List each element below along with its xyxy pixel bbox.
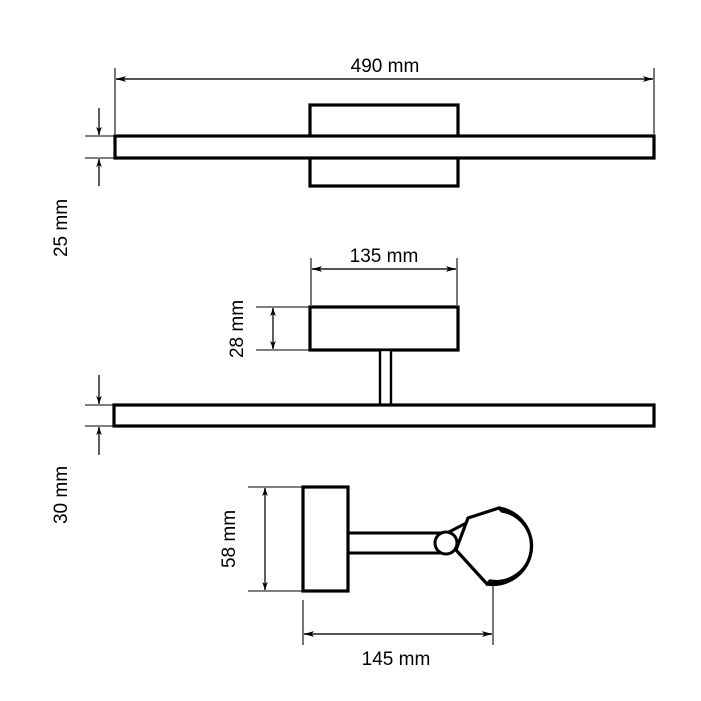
profile-view-ball-joint xyxy=(433,530,459,556)
dimension-label-25: 25 mm xyxy=(51,199,72,257)
side-top-view-group: 135 mm 28 mm 30 mm xyxy=(51,246,656,524)
dimension-plate-height: 58 mm xyxy=(219,486,303,592)
profile-view-lamp-lens xyxy=(486,506,534,587)
dimension-label-145: 145 mm xyxy=(362,649,431,670)
dimension-label-135: 135 mm xyxy=(350,246,419,267)
dimension-projection-length: 145 mm xyxy=(302,578,494,670)
profile-view-arm xyxy=(338,531,450,555)
side-view-stem xyxy=(378,348,393,408)
front-view-light-bar xyxy=(113,134,656,160)
side-view-light-bar xyxy=(112,403,656,428)
dimension-overall-length: 490 mm xyxy=(114,56,655,134)
dimension-label-30: 30 mm xyxy=(51,466,72,524)
dimension-label-28: 28 mm xyxy=(227,300,248,358)
side-profile-view-group: 58 mm 145 mm xyxy=(219,485,534,670)
dimension-label-58: 58 mm xyxy=(219,510,240,568)
dimension-block-height: 28 mm xyxy=(227,300,312,358)
front-view-group: 490 mm 25 mm xyxy=(51,56,656,257)
side-view-mounting-block xyxy=(308,305,460,352)
dimension-label-490: 490 mm xyxy=(351,56,420,77)
profile-view-wall-plate xyxy=(301,485,350,593)
dimension-block-width: 135 mm xyxy=(310,246,458,305)
